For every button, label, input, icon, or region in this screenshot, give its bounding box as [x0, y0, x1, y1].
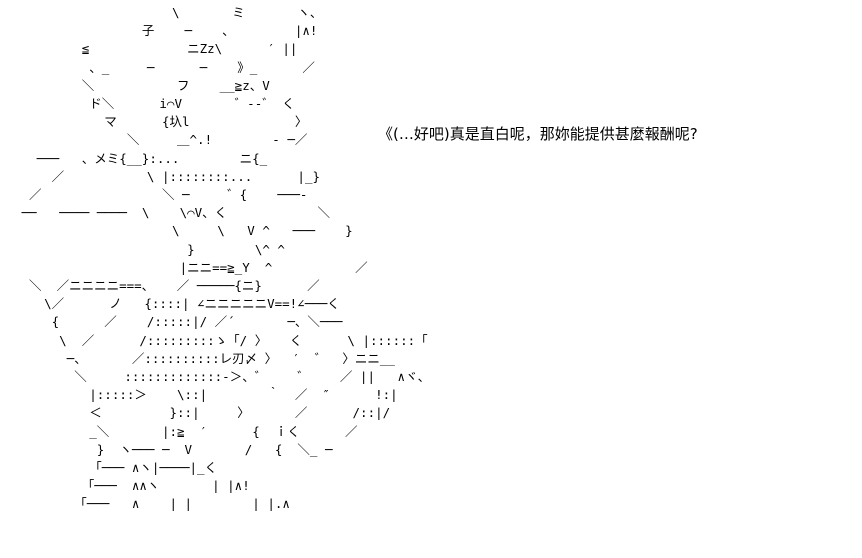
- ascii-art-line: 、_ ─ ─ 》_ ／: [14, 59, 315, 75]
- ascii-art-line: ─、 ／::::::::::レ刃〆 〉 ′ ゛ 〉ニニ__: [14, 350, 395, 366]
- speech-text: 《(…好吧)真是直白呢，那妳能提供甚麼報酬呢?: [378, 125, 698, 143]
- ascii-art-line: ── ──── ──── \ \⌒V、く ＼: [14, 205, 330, 221]
- ascii-art-line: } \^ ^: [14, 241, 285, 257]
- ascii-art-line: 「─── ∧∧ヽ | |∧!: [14, 478, 250, 494]
- ascii-art-line: \ ／ /:::::::::ゝ「/ 〉 く \ |::::::「: [14, 332, 428, 348]
- ascii-art-line: ／ \ |::::::::... |_}: [14, 168, 320, 184]
- ascii-art-line: { ／ /:::::|/ ／´ ─、＼───: [14, 314, 343, 330]
- ascii-art-line: ─── 、メミ{__}:... ニ{_: [14, 150, 268, 166]
- ascii-art-line: ＼ :::::::::::::-＞、゛ ゛ ／ || ∧ヾ、: [14, 369, 431, 385]
- ascii-art-line: \ ミ ヽ、: [14, 5, 323, 20]
- ascii-art-line: ＜ }::| 〉 ／ /::|/: [14, 405, 391, 421]
- ascii-art-line: ＼ フ __≧z、V: [14, 77, 270, 93]
- ascii-art-line: \ \ V ^ ─── }: [14, 223, 353, 239]
- ascii-art-line: 「─── ∧ヽ|────|_く: [14, 460, 218, 476]
- ascii-art-line: _＼ |:≧ ′ { ｉく ／: [14, 423, 358, 439]
- ascii-art-line: マ {圦l 〉: [14, 114, 308, 130]
- ascii-art-line: |:::::＞ \::| ｀ ／ ″ !:|: [14, 387, 398, 403]
- ascii-art-figure: \ ミ ヽ、 子 ─ 、 |∧! ≦ ニZz\ ′ || 、_ ─ ─ 》_ ／…: [14, 4, 431, 514]
- ascii-art-line: 「─── ∧ | | | |.∧: [14, 496, 290, 512]
- ascii-art-line: ≦ ニZz\ ′ ||: [14, 41, 298, 57]
- ascii-art-line: ド＼ i⌒V ゛‐‐゛ く: [14, 96, 295, 112]
- ascii-art-line: \／ ノ {::::| ∠ニニニニニV==!∠───く: [14, 296, 340, 312]
- ascii-art-line: 子 ─ 、 |∧!: [14, 23, 318, 39]
- ascii-art-line: ／ ＼ ─ ゛{ ───-: [14, 187, 308, 203]
- ascii-art-line: ＼ ／ニニニニ===、 ／ ─────{ニ} ／: [14, 278, 320, 294]
- ascii-art-line: } ヽ─── ─ V / { ＼_ ─: [14, 441, 333, 457]
- ascii-art-line: |ニニ==≧_Y ^ ／: [14, 259, 368, 275]
- ascii-art-line: ＼ ＿^.! ‐ ─／: [14, 132, 308, 148]
